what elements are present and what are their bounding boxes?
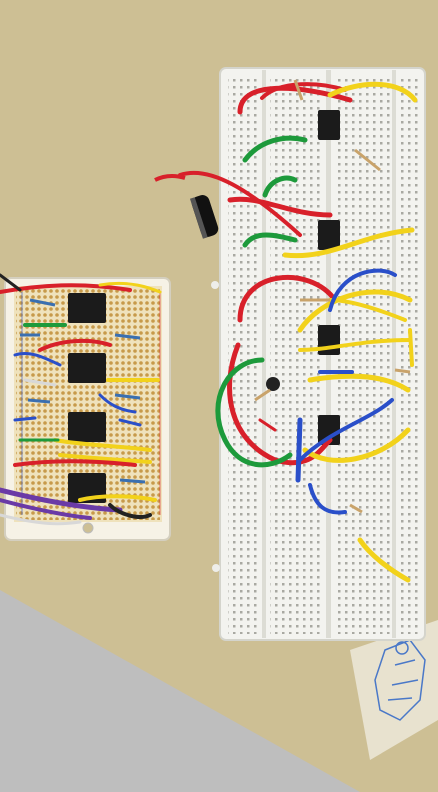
breadboard-wires	[178, 81, 418, 583]
perfboard-chips	[68, 293, 106, 503]
perfboard-wires	[0, 273, 162, 526]
loose-wire	[154, 173, 186, 182]
chip-a	[68, 293, 106, 323]
paper-drawing	[374, 639, 426, 721]
chip-1	[318, 110, 340, 140]
breadboard-resistors	[254, 79, 411, 514]
paper-sheet	[350, 620, 438, 760]
chip-2	[318, 220, 340, 250]
capacitor-large	[189, 195, 219, 239]
peg	[212, 564, 220, 572]
chip-c	[68, 412, 106, 442]
chip-b	[68, 353, 106, 383]
carpet-area	[0, 590, 360, 792]
capacitor-small	[266, 377, 280, 391]
peg	[211, 281, 219, 289]
chip-4	[318, 415, 340, 445]
perfboard-resistors	[20, 298, 146, 484]
